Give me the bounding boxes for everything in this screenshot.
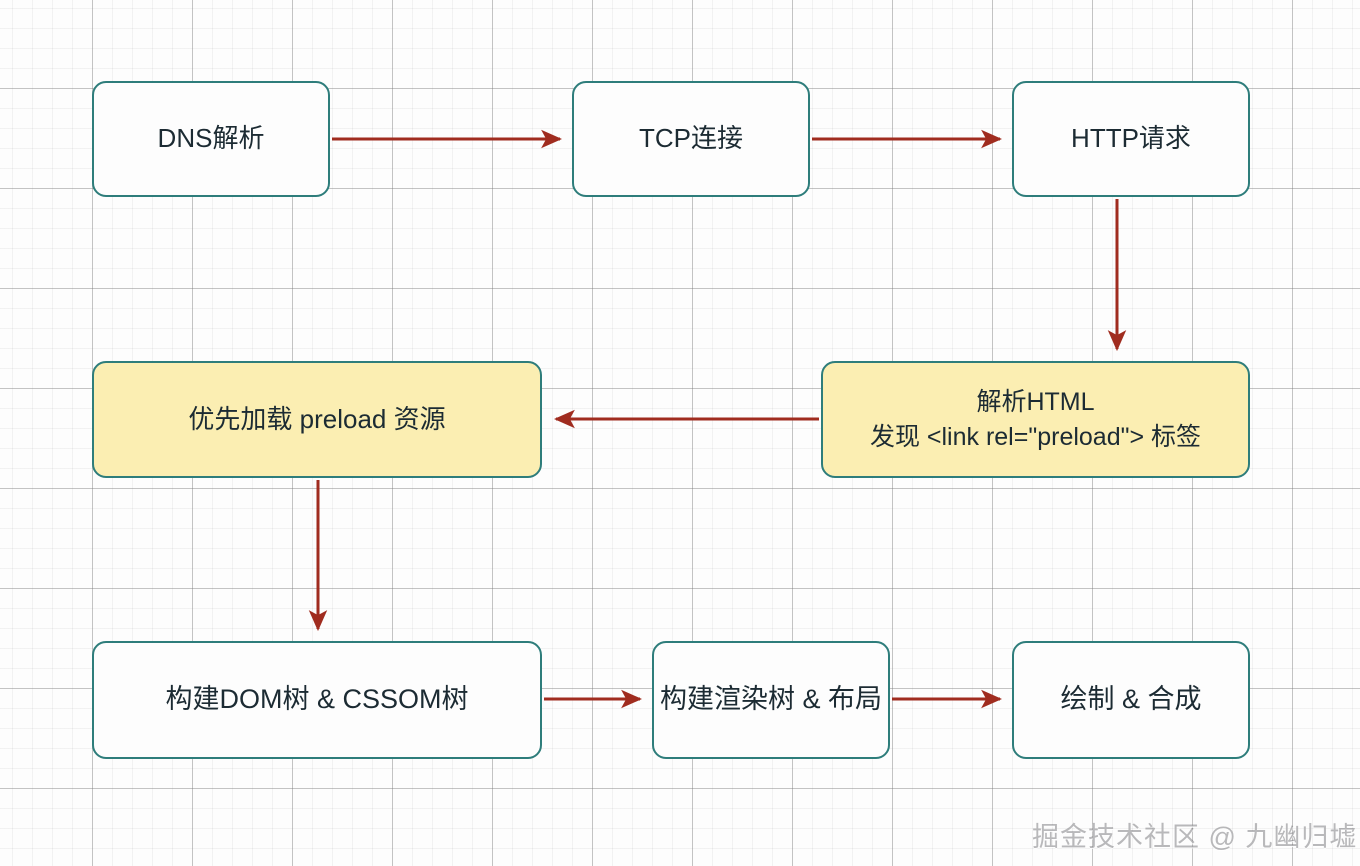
- node-label-text-paint-composite: 绘制 & 合成: [1060, 684, 1202, 715]
- node-label-text-render-layout: 构建渲染树 & 布局: [659, 684, 882, 715]
- node-label-text-http: HTTP请求: [1071, 123, 1191, 154]
- node-label-text-tcp: TCP连接: [638, 123, 743, 154]
- node-label-http: HTTP请求: [1071, 121, 1191, 157]
- node-label-dns: DNS解析: [158, 121, 265, 157]
- node-preload[interactable]: 优先加载 preload 资源: [92, 361, 542, 478]
- node-label-render-layout: 构建渲染树 & 布局: [660, 681, 882, 718]
- node-tcp[interactable]: TCP连接: [572, 81, 810, 197]
- node-dom-cssom[interactable]: 构建DOM树 & CSSOM树: [92, 641, 542, 759]
- node-parse-html[interactable]: 解析HTML 发现 <link rel="preload"> 标签: [821, 361, 1250, 478]
- node-label-tcp: TCP连接: [639, 121, 743, 157]
- node-label-preload: 优先加载 preload 资源: [188, 402, 445, 438]
- node-dns[interactable]: DNS解析: [92, 81, 330, 197]
- node-paint-composite[interactable]: 绘制 & 合成: [1012, 641, 1250, 759]
- node-label-line1-parse-html: 解析HTML: [976, 388, 1095, 416]
- node-label-line2-parse-html: 发现 <link rel="preload"> 标签: [869, 422, 1202, 451]
- node-label-text-dom-cssom: 构建DOM树 & CSSOM树: [165, 684, 469, 715]
- node-label-paint-composite: 绘制 & 合成: [1060, 681, 1201, 718]
- node-label-text-preload: 优先加载 preload 资源: [188, 403, 446, 434]
- node-http[interactable]: HTTP请求: [1012, 81, 1250, 197]
- node-label-text-dns: DNS解析: [157, 123, 265, 154]
- node-label-parse-html: 解析HTML 发现 <link rel="preload"> 标签: [870, 385, 1201, 454]
- node-render-layout[interactable]: 构建渲染树 & 布局: [652, 641, 890, 759]
- node-label-dom-cssom: 构建DOM树 & CSSOM树: [165, 681, 468, 718]
- watermark: 掘金技术社区 @ 九幽归墟: [1032, 822, 1358, 852]
